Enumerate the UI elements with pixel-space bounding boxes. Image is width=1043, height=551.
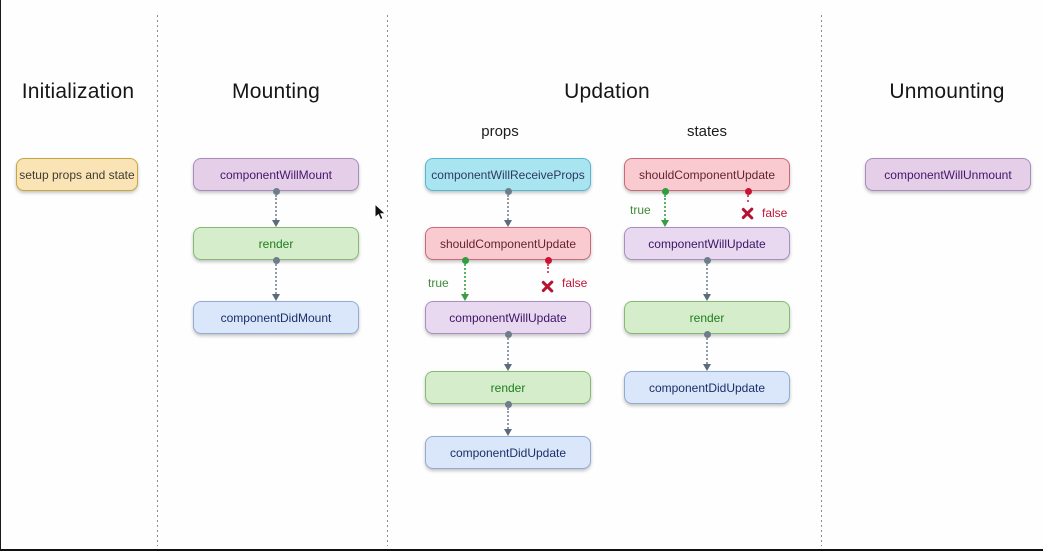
flow-arrow [271, 188, 281, 227]
true-label-props: true [428, 276, 449, 290]
screen-edge-bottom [0, 549, 1043, 551]
false-branch-arrow [744, 188, 753, 209]
false-x-icon [740, 206, 755, 221]
node-componentwillupdate-props: componentWillUpdate [425, 301, 591, 334]
subcolumn-title-states: states [686, 123, 728, 140]
subcolumn-title-props: props [481, 123, 519, 140]
flow-arrow [503, 331, 513, 371]
node-componentdidupdate-props: componentDidUpdate [425, 436, 591, 469]
node-setup-props-and-state: setup props and state [16, 158, 138, 191]
mouse-cursor-icon [374, 204, 387, 221]
screen-edge-left [0, 0, 1, 551]
false-label-props: false [562, 276, 588, 290]
node-shouldcomponentupdate-states: shouldComponentUpdate [624, 158, 790, 191]
flow-arrow [503, 188, 513, 227]
node-render-props: render [425, 371, 591, 404]
false-branch-arrow [544, 257, 553, 280]
flow-arrow [271, 257, 281, 301]
phase-title-unmounting: Unmounting [889, 80, 1005, 103]
true-branch-arrow [660, 188, 670, 227]
phase-title-initialization: Initialization [21, 80, 135, 103]
true-branch-arrow [460, 257, 470, 301]
node-componentdidmount: componentDidMount [193, 301, 359, 334]
phase-divider [821, 15, 822, 546]
flow-arrow [702, 331, 712, 371]
phase-title-mounting: Mounting [232, 80, 320, 103]
node-componentdidupdate-states: componentDidUpdate [624, 371, 790, 404]
node-componentwillreceiveprops: componentWillReceiveProps [425, 158, 591, 191]
node-componentwillupdate-states: componentWillUpdate [624, 227, 790, 260]
phase-divider [157, 15, 158, 546]
true-label-states: true [630, 203, 651, 217]
node-componentwillmount: componentWillMount [193, 158, 359, 191]
flow-arrow [503, 401, 513, 436]
flow-arrow [702, 257, 712, 301]
node-render-states: render [624, 301, 790, 334]
false-label-states: false [762, 206, 788, 220]
node-render-mounting: render [193, 227, 359, 260]
node-shouldcomponentupdate-props: shouldComponentUpdate [425, 227, 591, 260]
phase-title-updation: Updation [564, 80, 650, 103]
phase-divider [387, 15, 388, 546]
false-x-icon [540, 279, 555, 294]
node-componentwillunmount: componentWillUnmount [865, 158, 1031, 191]
